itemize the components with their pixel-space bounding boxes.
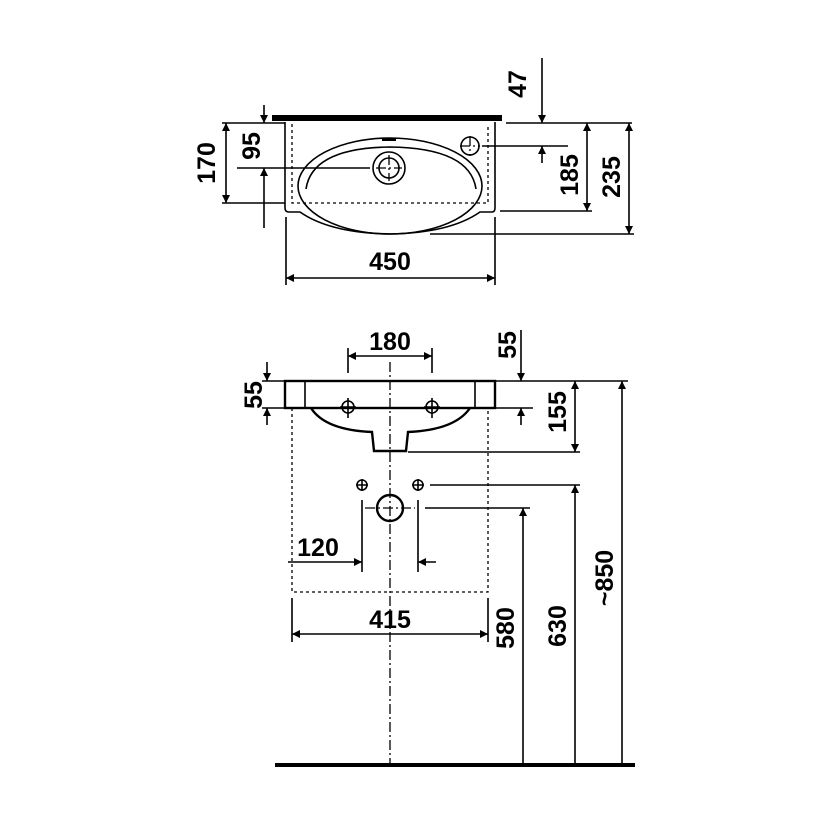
ext-lines-55-left <box>262 380 285 409</box>
ext-lines-155 <box>408 380 628 453</box>
ext-lines-450 <box>285 217 496 285</box>
wall-line <box>272 115 502 121</box>
dim-label-630: 630 <box>544 605 572 647</box>
rim-edges <box>304 381 476 408</box>
ext-lines-170 <box>222 122 285 204</box>
dim-label-415: 415 <box>369 606 411 634</box>
dim-label-450: 450 <box>369 248 411 276</box>
top-view: 170 95 47 185 235 450 <box>193 58 634 285</box>
dim-label-47: 47 <box>504 70 532 98</box>
dim-label-185: 185 <box>556 154 584 196</box>
tap-holes <box>340 398 440 418</box>
bowl-profile <box>309 407 471 453</box>
dim-label-580: 580 <box>492 607 520 649</box>
dim-label-155: 155 <box>544 391 572 433</box>
supply-points <box>356 479 424 491</box>
cabinet-outline <box>291 408 489 593</box>
overflow <box>382 138 396 141</box>
front-view: 180 55 55 155 120 415 580 630 ~850 <box>240 328 635 767</box>
dim-label-850: ~850 <box>591 550 619 606</box>
dim-label-235: 235 <box>598 156 626 198</box>
dim-label-55-right: 55 <box>494 331 522 359</box>
ext-lines-47 <box>482 122 632 147</box>
dim-label-170: 170 <box>193 142 221 184</box>
dim-label-180: 180 <box>369 328 411 356</box>
floor-line <box>275 763 635 767</box>
dim-label-95: 95 <box>238 132 266 160</box>
dim-label-120: 120 <box>297 534 339 562</box>
hidden-edge <box>291 124 489 204</box>
centerlines <box>376 136 480 181</box>
drain-icon <box>372 151 406 185</box>
dim-label-55-left: 55 <box>240 381 268 409</box>
